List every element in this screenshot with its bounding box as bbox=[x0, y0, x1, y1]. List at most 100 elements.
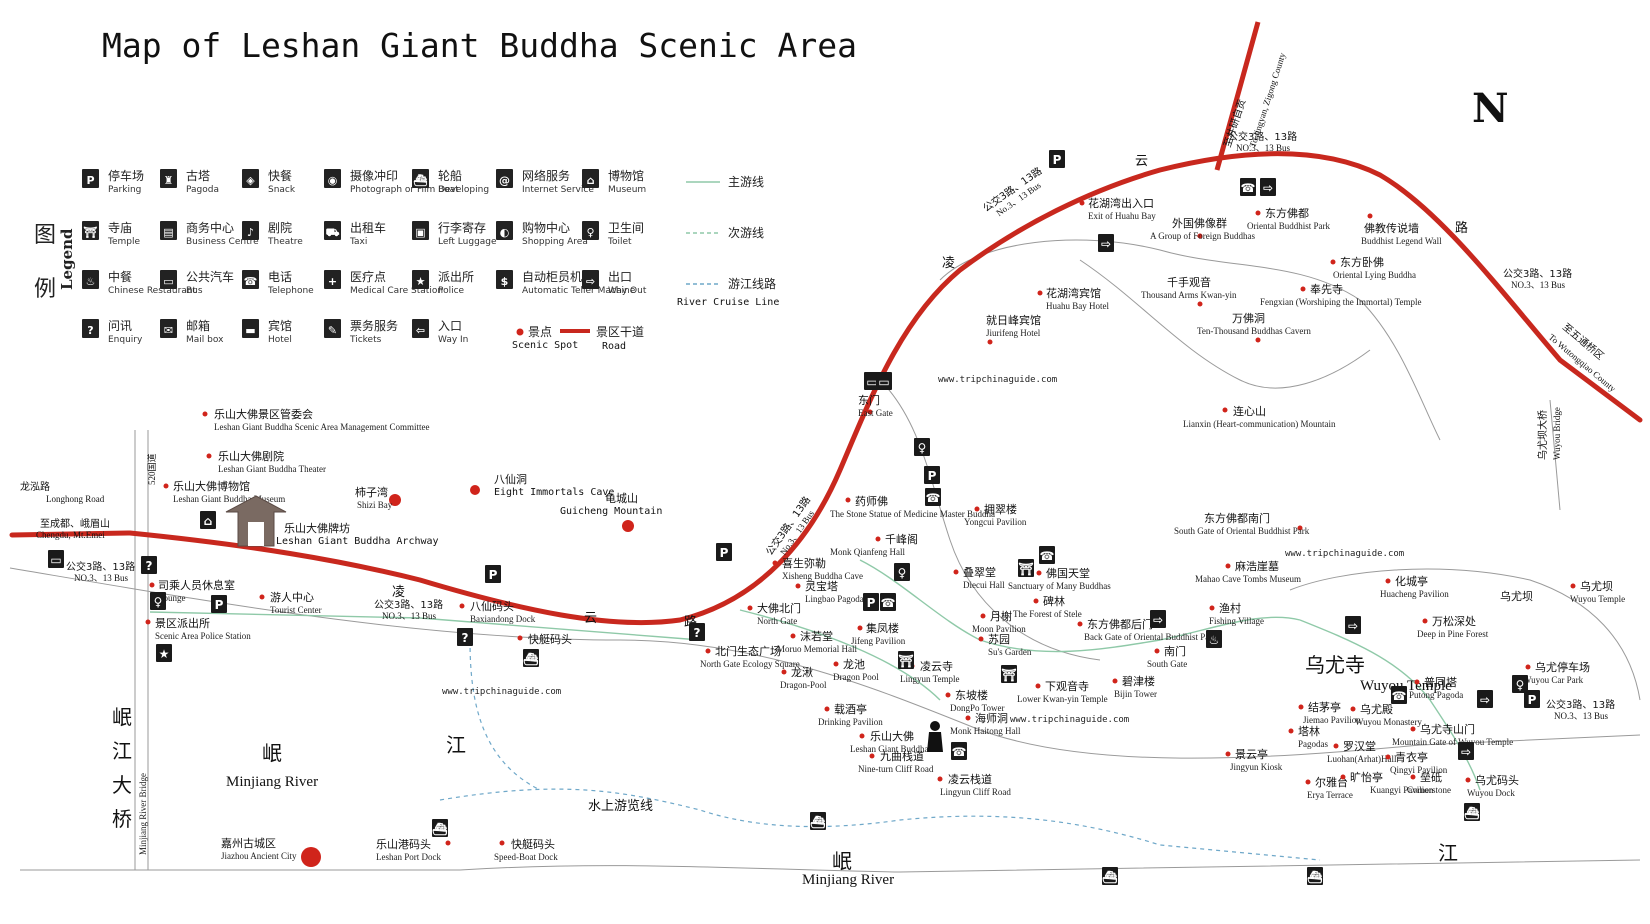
map-symbol-icon[interactable]: P bbox=[211, 595, 227, 613]
map-symbol-icon[interactable]: ? bbox=[141, 556, 157, 574]
map-symbol-icon[interactable]: ⛴ bbox=[432, 819, 448, 837]
map-symbol-icon[interactable]: ⇨ bbox=[1098, 234, 1114, 252]
map-symbol-icon[interactable]: ♨ bbox=[1206, 630, 1222, 648]
place-speed-dock1[interactable]: 快艇码头 bbox=[517, 632, 573, 646]
map-symbol-icon[interactable]: ⛴ bbox=[810, 812, 826, 830]
map-symbol-icon[interactable]: ⇨ bbox=[1260, 178, 1276, 196]
map-symbol-icon[interactable]: ☎ bbox=[1039, 546, 1055, 564]
map-symbol-icon[interactable]: ⛴ bbox=[523, 649, 539, 667]
map-symbol-icon[interactable]: ☎ bbox=[925, 488, 941, 506]
map-symbols[interactable]: PPPPPPP???☎☎☎☎☎☎♀♀♀♀⇨⇨⇨⇨⇨⇨▭▭▭⛴⛴⛴⛴⛴⛴♨★⌂⛩⛩… bbox=[48, 150, 1540, 885]
map-symbol-icon[interactable]: ⛩ bbox=[1018, 559, 1034, 577]
map-symbol-icon[interactable]: P bbox=[863, 593, 879, 611]
map-symbol-icon[interactable]: ⛴ bbox=[1307, 867, 1323, 885]
map-symbol-icon[interactable]: ♀ bbox=[150, 592, 166, 610]
map-symbol-icon[interactable]: ⛩ bbox=[1001, 665, 1017, 683]
map-symbol-icon[interactable]: ⇨ bbox=[1458, 742, 1474, 760]
map-symbol-icon[interactable]: ♀ bbox=[894, 563, 910, 581]
map-symbol-icon[interactable]: ⌂ bbox=[200, 511, 216, 529]
map-symbol-icon[interactable]: P bbox=[924, 466, 940, 484]
map-symbol-icon[interactable]: ⛩ bbox=[898, 651, 914, 669]
map-symbol-icon[interactable]: ☎ bbox=[880, 593, 896, 611]
map-symbol-icon[interactable]: P bbox=[1049, 150, 1065, 168]
map-symbol-icon[interactable]: ♀ bbox=[914, 438, 930, 456]
map-symbol-icon[interactable]: ★ bbox=[156, 644, 172, 662]
map-symbol-icon[interactable]: ⛴ bbox=[1464, 803, 1480, 821]
map-symbol-icon[interactable]: ☎ bbox=[1391, 686, 1407, 704]
map-symbol-icon[interactable]: ⛴ bbox=[1102, 867, 1118, 885]
map-symbol-icon[interactable]: ☎ bbox=[1240, 178, 1256, 196]
map-symbol-icon[interactable]: ▭ bbox=[876, 372, 892, 390]
map-symbol-icon[interactable]: ♀ bbox=[1512, 675, 1528, 693]
map-symbol-icon[interactable]: ☎ bbox=[951, 742, 967, 760]
map-symbol-icon[interactable]: P bbox=[1524, 690, 1540, 708]
map-symbol-icon[interactable]: ⇨ bbox=[1477, 690, 1493, 708]
map-symbol-icon[interactable]: ? bbox=[689, 623, 705, 641]
